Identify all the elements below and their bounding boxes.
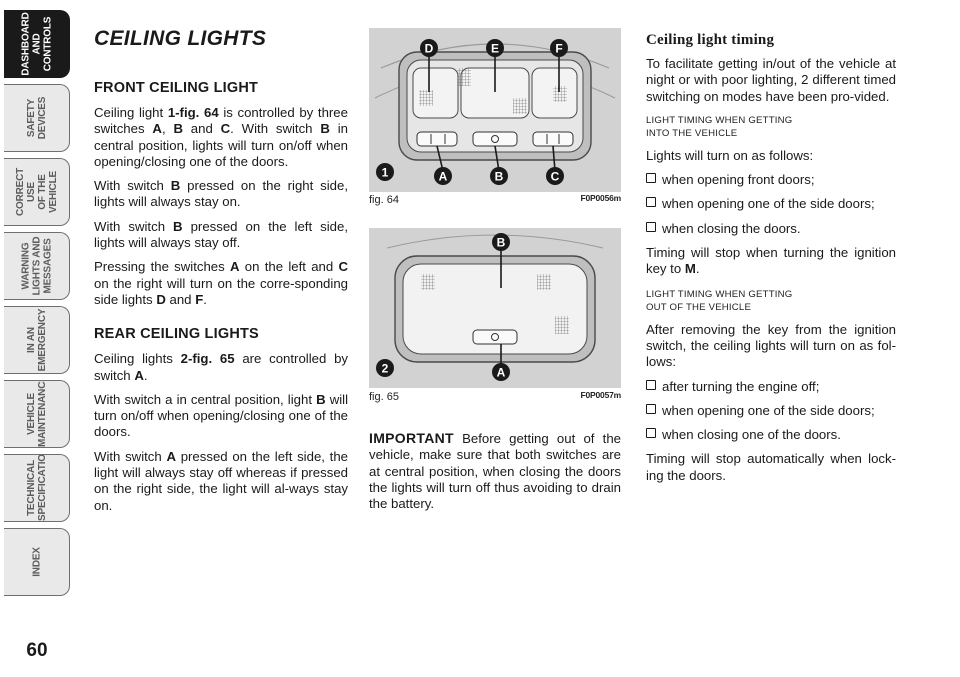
label-a: A (439, 170, 448, 184)
figure-64: D E F 1 A B C fig. 64 F0P0056m (369, 28, 621, 210)
figure-64-caption: fig. 64 (369, 194, 399, 206)
label-b: B (497, 236, 506, 250)
rear-ceiling-light-drawing: B 2 A (369, 228, 621, 388)
list-item: when opening front doors; (646, 172, 896, 188)
rear-paragraph-2: With switch a in central position, light… (94, 391, 349, 440)
chapter-sidebar: DASHBOARD AND CONTROLS SAFETY DEVICES CO… (0, 0, 72, 640)
tab-label: IN AN EMERGENCY (25, 308, 48, 372)
figure-65: B 2 A fig. 65 F0P0057m (369, 228, 621, 410)
checkbox-bullet-icon (646, 221, 656, 232)
tab-label: VEHICLE MAINTENANCE (25, 380, 48, 447)
checkbox-bullet-icon (646, 197, 656, 208)
label-c: C (551, 170, 560, 184)
tab-safety-devices[interactable]: SAFETY DEVICES (4, 84, 70, 152)
label-b: B (495, 170, 504, 184)
tab-label: TECHNICAL SPECIFICATIONS (25, 454, 48, 521)
getting-out-end: Timing will stop automatically when lock… (646, 451, 896, 483)
figure-65-code: F0P0057m (580, 390, 622, 400)
list-item: when opening one of the side doors; (646, 196, 896, 212)
list-item: when closing one of the doors. (646, 427, 896, 443)
label-1: 1 (382, 166, 389, 180)
list-item: when closing the doors. (646, 221, 896, 237)
label-2: 2 (382, 362, 389, 376)
tab-warning-lights[interactable]: WARNING LIGHTS AND MESSAGES (4, 232, 70, 300)
rear-paragraph-3: With switch A pressed on the left side, … (94, 448, 348, 513)
tab-dashboard-and-controls[interactable]: DASHBOARD AND CONTROLS (4, 10, 70, 78)
timing-intro: To facilitate getting in/out of the vehi… (646, 56, 896, 104)
front-paragraph-2: With switch B pressed on the right side,… (94, 178, 349, 210)
tab-label: CORRECT USE OF THE VEHICLE (14, 167, 59, 217)
tab-label: WARNING LIGHTS AND MESSAGES (20, 236, 53, 296)
tab-label: DASHBOARD AND CONTROLS (20, 12, 53, 76)
label-e: E (491, 42, 499, 56)
front-paragraph-4: Pressing the switches A on the left and … (94, 259, 349, 307)
checkbox-bullet-icon (646, 173, 656, 184)
front-ceiling-light-drawing: D E F 1 A B C (369, 28, 621, 192)
tab-label: INDEX (31, 547, 42, 577)
tab-in-an-emergency[interactable]: IN AN EMERGENCY (4, 306, 70, 374)
rear-paragraph-1: Ceiling lights 2-fig. 65 are controlled … (94, 351, 348, 383)
front-paragraph-3: With switch B pressed on the left side, … (94, 218, 349, 251)
figure-65-illustration: B 2 A (369, 228, 621, 388)
important-label: IMPORTANT (369, 430, 454, 446)
tab-technical-specifications[interactable]: TECHNICAL SPECIFICATIONS (4, 454, 70, 522)
important-note: IMPORTANT Before getting out of the vehi… (369, 430, 621, 512)
tab-index[interactable]: INDEX (4, 528, 70, 596)
getting-in-end: Timing will stop when turning the igniti… (646, 245, 896, 277)
tab-label: SAFETY DEVICES (25, 96, 48, 140)
timing-getting-out-subheading: LIGHT TIMING WHEN GETTING OUT OF THE VEH… (646, 288, 793, 313)
checkbox-bullet-icon (646, 379, 656, 390)
figure-64-code: F0P0056m (580, 193, 622, 203)
figure-64-illustration: D E F 1 A B C (369, 28, 621, 192)
figure-65-caption: fig. 65 (369, 391, 399, 403)
checkbox-bullet-icon (646, 403, 656, 414)
timing-getting-in-subheading: LIGHT TIMING WHEN GETTING INTO THE VEHIC… (646, 114, 793, 139)
checkbox-bullet-icon (646, 428, 656, 439)
label-d: D (425, 42, 434, 56)
tab-correct-use[interactable]: CORRECT USE OF THE VEHICLE (4, 158, 70, 226)
getting-out-intro: After removing the key from the ignition… (646, 321, 896, 370)
page-number: 60 (26, 640, 48, 661)
label-a: A (497, 366, 506, 380)
list-item: after turning the engine off; (646, 379, 896, 395)
getting-in-intro: Lights will turn on as follows: (646, 147, 814, 163)
list-item: when opening one of the side doors; (646, 403, 896, 419)
front-paragraph-1: Ceiling light 1-fig. 64 is controlled by… (94, 105, 348, 169)
front-ceiling-heading: FRONT CEILING LIGHT (94, 80, 259, 96)
label-f: F (555, 42, 562, 56)
page-title: CEILING LIGHTS (94, 27, 267, 50)
tab-vehicle-maintenance[interactable]: VEHICLE MAINTENANCE (4, 380, 70, 448)
ceiling-light-timing-heading: Ceiling light timing (646, 32, 775, 48)
rear-ceiling-heading: REAR CEILING LIGHTS (94, 326, 259, 343)
